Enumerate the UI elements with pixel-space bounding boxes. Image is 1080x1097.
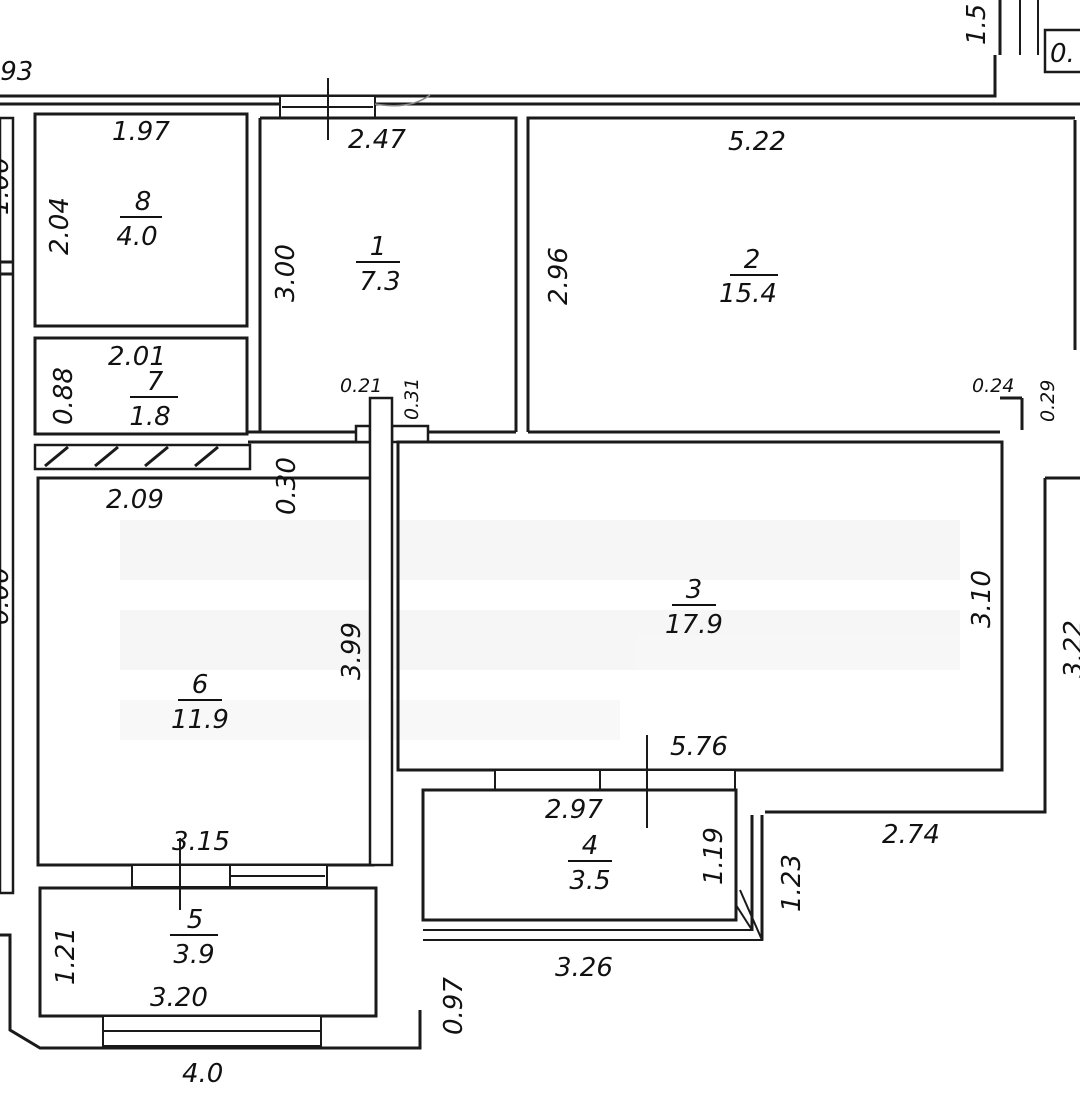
room-7: 2.01 0.88 7 1.8 — [33, 336, 252, 471]
r5-height-label: 1.21 — [51, 927, 81, 985]
room-5-area: 3.9 — [173, 940, 214, 970]
edge-labels: .93 1.5 0. 1.00 0.00 — [0, 4, 1075, 625]
right-partial-label: 3.22 — [1059, 620, 1080, 678]
r7-width-label: 2.01 — [108, 342, 166, 372]
room-1-area: 7.3 — [359, 267, 400, 297]
room-1: 2.47 3.00 1 7.3 0.21 0.31 — [248, 116, 518, 444]
room-8-number: 8 — [135, 187, 152, 217]
outer-walls — [0, 0, 1080, 1050]
right-lower-width-label: 2.74 — [882, 820, 940, 850]
r7-height-label: 0.88 — [49, 367, 79, 425]
room-1-number: 1 — [370, 232, 387, 262]
room-2: 5.22 2.96 2 15.4 0.24 0.29 — [526, 116, 1075, 434]
room-4-area: 3.5 — [569, 866, 610, 896]
r6-top-width-label: 2.09 — [106, 485, 164, 515]
r5-width-label: 3.20 — [150, 983, 208, 1013]
watermark — [120, 520, 960, 740]
room-6-area: 11.9 — [171, 705, 229, 735]
left-partial-top-label: 1.00 — [0, 157, 15, 215]
room-2-number: 2 — [744, 245, 761, 275]
room-3: 3 17.9 3.10 5.76 3.22 — [396, 440, 1080, 828]
room-4: 2.97 1.19 1.23 4 3.5 2.74 3.26 — [421, 788, 940, 983]
room-8: 1.97 2.04 8 4.0 — [33, 112, 249, 328]
r4-width-label: 2.97 — [545, 795, 603, 825]
window-top — [279, 78, 431, 140]
r4-outer-height-label: 1.23 — [777, 854, 807, 912]
gap-030-label: 0.30 — [272, 457, 302, 515]
room-7-number: 7 — [147, 367, 164, 397]
top-left-partial-label: .93 — [0, 57, 33, 87]
r1-height-label: 3.00 — [271, 244, 301, 302]
small-029-label: 0.29 — [1037, 380, 1059, 422]
left-partial-mid-label: 0.00 — [0, 567, 15, 625]
room-4-number: 4 — [582, 831, 599, 861]
r6-height-label: 3.99 — [337, 622, 367, 680]
small-024-label: 0.24 — [972, 375, 1014, 397]
room-6-number: 6 — [192, 670, 209, 700]
top-right-box-label: 0. — [1050, 39, 1075, 69]
room-5: 1.21 5 3.9 3.20 0.97 4.0 — [38, 886, 469, 1089]
r3-height-label: 3.10 — [967, 570, 997, 628]
r8-width-label: 1.97 — [112, 117, 170, 147]
room-3-area: 17.9 — [665, 610, 723, 640]
r6-bottom-width-label: 3.15 — [172, 827, 230, 857]
room-2-area: 15.4 — [719, 279, 777, 309]
r2-height-label: 2.96 — [544, 247, 574, 305]
r8-height-label: 2.04 — [45, 197, 75, 255]
bottom-total-label: 4.0 — [182, 1059, 223, 1089]
room-3-number: 3 — [686, 575, 703, 605]
r4-height-label: 1.19 — [699, 827, 729, 885]
top-right-partial-label: 1.5 — [962, 4, 992, 45]
room-5-number: 5 — [187, 905, 204, 935]
balcony-width-label: 3.26 — [555, 953, 613, 983]
gap-097-label: 0.97 — [439, 977, 469, 1035]
r2-width-label: 5.22 — [728, 127, 786, 157]
r3-width-label: 5.76 — [670, 732, 728, 762]
room-6: 2.09 0.30 3.99 6 11.9 3.15 — [36, 396, 394, 910]
small-021-label: 0.21 — [340, 375, 382, 397]
r1-width-label: 2.47 — [348, 125, 406, 155]
room-7-area: 1.8 — [129, 402, 170, 432]
small-031-label: 0.31 — [401, 378, 423, 420]
room-8-area: 4.0 — [116, 222, 157, 252]
